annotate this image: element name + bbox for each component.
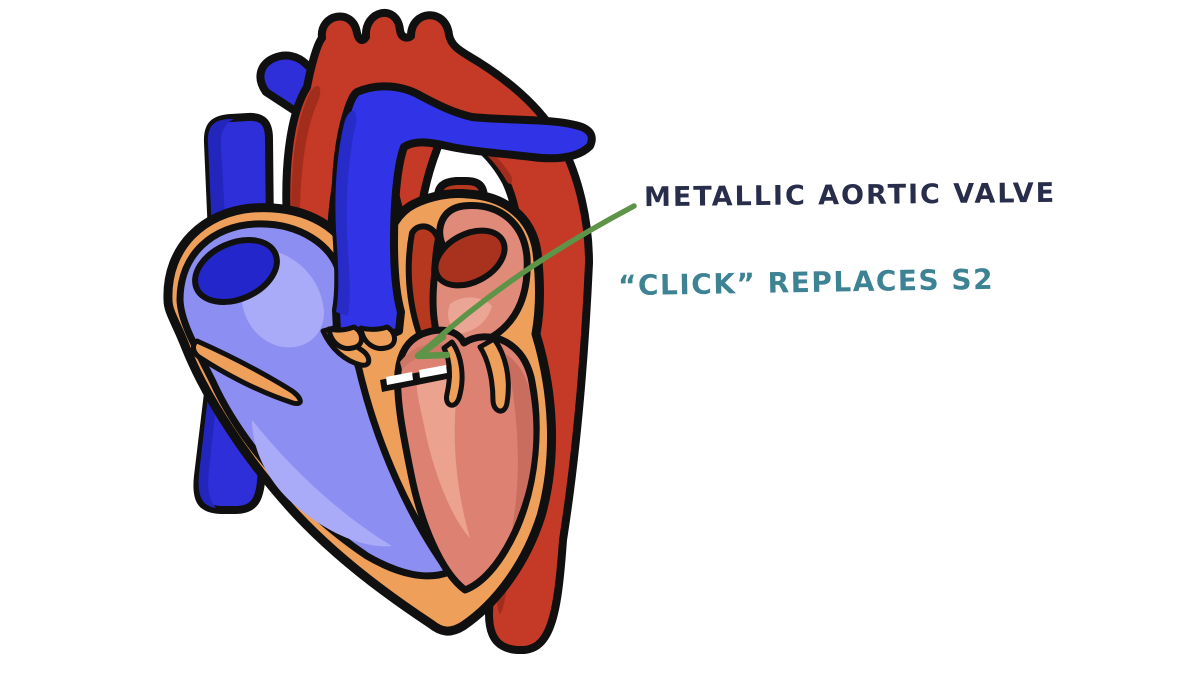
left-atrium — [429, 202, 531, 350]
left-ventricle-shade — [506, 354, 534, 528]
mitral-valve-leaflet — [441, 336, 511, 414]
pulmonary-vein-opening — [432, 227, 508, 289]
right-ventricle-highlight — [252, 420, 392, 547]
left-ventricle-highlight — [416, 366, 470, 538]
aorta-arch-shade — [448, 130, 513, 184]
pulmonary-artery — [331, 82, 596, 342]
caval-opening — [192, 237, 280, 305]
sound-label: “CLICK” REPLACES S2 — [617, 262, 995, 303]
annotation-arrow — [414, 203, 637, 360]
valve-label: METALLIC AORTIC VALVE — [643, 177, 1057, 214]
right-atrium-and-ventricle — [176, 220, 453, 580]
pulmonary-trunk-shade — [335, 111, 357, 316]
aorta-shade — [291, 85, 321, 236]
pulmonary-valve-cusps — [326, 324, 397, 351]
outflow-shade — [400, 343, 449, 370]
metallic-aortic-valve — [380, 365, 452, 392]
